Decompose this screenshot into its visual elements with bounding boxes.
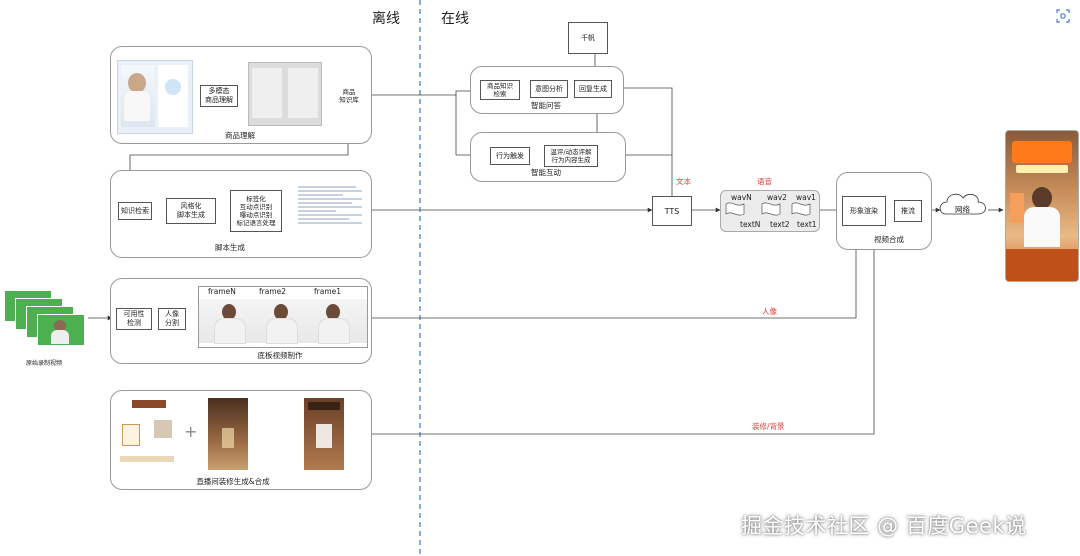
wav-label: wav1 [796, 193, 816, 202]
frame-label: frame1 [314, 287, 342, 296]
live-stream-phone-preview [1005, 130, 1079, 282]
decor-edge-label: 装修/背景 [752, 422, 785, 431]
presenter-frame [208, 302, 252, 344]
script-generation-caption: 脚本生成 [215, 243, 245, 252]
stylized-script-box: 风格化 脚本生成 [166, 198, 216, 224]
text-chunk-label: text1 [797, 220, 817, 229]
text-chunk-label: textN [740, 220, 761, 229]
presenter-frame [260, 302, 304, 344]
cloud-icon [939, 193, 986, 215]
wav-label: wavN [731, 193, 752, 202]
smart-qa-caption: 智能问答 [531, 101, 561, 110]
plus-sign: + [184, 422, 198, 441]
behavior-trigger-box: 行为触发 [490, 147, 530, 165]
product-kb-label: 商品 知识库 [339, 88, 359, 104]
source-video-label: 原始录制视频 [25, 360, 62, 367]
frame-label: frameN [208, 287, 236, 296]
text-edge-label: 文本 [676, 177, 691, 186]
script-text-doc [296, 182, 364, 234]
decor-caption: 直播间装修生成&合成 [196, 477, 270, 486]
answer-generation-box: 回复生成 [574, 80, 612, 98]
room-background-image [208, 398, 248, 470]
product-images [117, 60, 193, 134]
scan-icon[interactable] [1056, 8, 1070, 23]
offline-header: 离线 [372, 11, 400, 27]
tts-box: TTS [652, 196, 692, 226]
network-label: 网络 [955, 205, 970, 214]
intent-analysis-box: 意图分析 [530, 80, 568, 98]
tagging-box: 标签化 互动点识别 曝动点识别 标记语言处理 [230, 190, 282, 232]
knowledge-retrieve-box: 知识检索 [118, 202, 152, 220]
online-header: 在线 [441, 11, 469, 27]
push-stream-box: 推流 [894, 200, 922, 222]
avatar-render-box: 形象渲染 [842, 196, 886, 226]
frame-label: frame2 [259, 287, 287, 296]
audio-edge-label: 语音 [757, 177, 772, 186]
qianfan-box: 千帆 [568, 22, 608, 54]
decor-assets [118, 398, 180, 470]
smart-interaction-caption: 智能互动 [531, 168, 561, 177]
product-knowledge-retrieve-box: 商品知识 检索 [480, 80, 520, 100]
availability-check-box: 可用性 检测 [116, 308, 152, 330]
portrait-edge-label: 人像 [762, 307, 777, 316]
presenter-frame [312, 302, 356, 344]
text-chunk-label: text2 [770, 220, 790, 229]
wave-icons [725, 202, 811, 216]
portrait-segment-box: 人像 分割 [158, 308, 186, 330]
interaction-content-box: 温评/动态评解 行为内容生成 [544, 145, 598, 167]
source-video-thumbs [4, 290, 86, 354]
product-text-doc [248, 62, 322, 126]
wav-label: wav2 [767, 193, 787, 202]
watermark: 掘金技术社区 @ 百度Geek说 [741, 514, 1027, 538]
base-video-caption: 底板视频制作 [257, 351, 303, 360]
composited-room-image [304, 398, 344, 470]
video-synthesis-caption: 视频合成 [874, 235, 904, 244]
product-understanding-caption: 商品理解 [225, 131, 255, 140]
multimodal-understanding-box: 多模态 商品理解 [200, 85, 238, 107]
